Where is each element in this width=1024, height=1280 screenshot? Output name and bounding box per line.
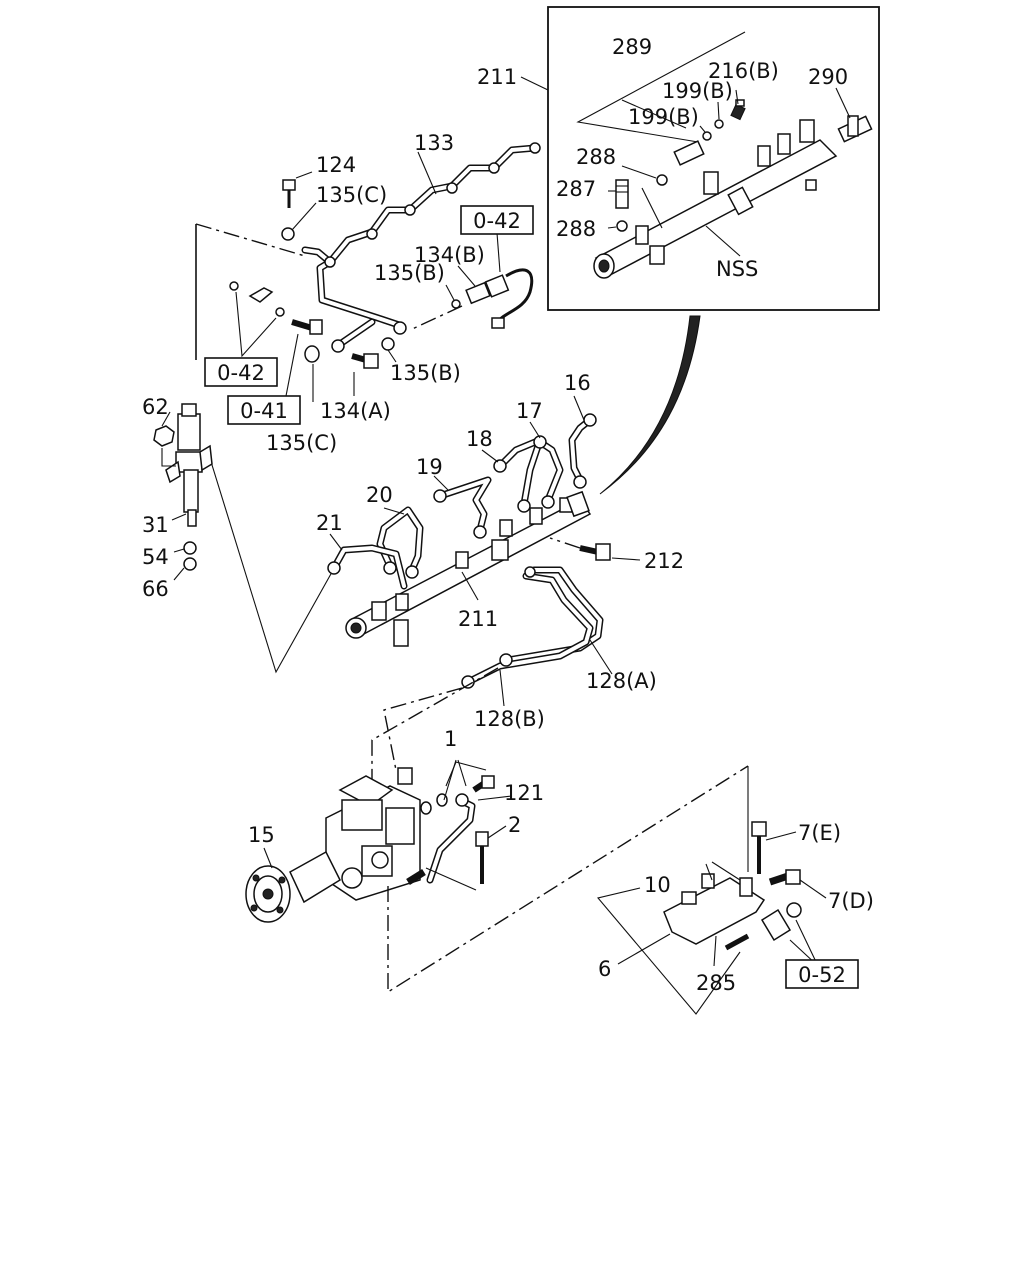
- limiter-287: [615, 179, 629, 209]
- label-16: 16: [564, 371, 591, 395]
- label-133: 133: [414, 131, 454, 155]
- nut-62: [153, 425, 175, 447]
- svg-text:0-42: 0-42: [473, 209, 521, 233]
- label-17: 17: [516, 399, 543, 423]
- label-135c-1: 135(C): [316, 183, 387, 207]
- label-6: 6: [598, 957, 611, 981]
- label-135c-2: 135(C): [266, 431, 337, 455]
- bracket-6: [663, 873, 802, 945]
- label-212: 212: [644, 549, 684, 573]
- sensor-290: [837, 115, 873, 143]
- label-124: 124: [316, 153, 356, 177]
- bolt-124: [282, 179, 296, 208]
- label-7e: 7(E): [798, 821, 841, 845]
- label-20: 20: [366, 483, 393, 507]
- label-18: 18: [466, 427, 493, 451]
- label-134a: 134(A): [320, 399, 391, 423]
- label-128a: 128(A): [586, 669, 657, 693]
- washer-199b-1: [714, 119, 724, 129]
- label-19: 19: [416, 455, 443, 479]
- common-rail-nss: [593, 119, 838, 279]
- svg-text:0-42: 0-42: [217, 361, 265, 385]
- label-199b-1: 199(B): [662, 79, 733, 103]
- bolt-7d: [768, 869, 801, 886]
- o-ring-set-left: [229, 281, 285, 317]
- bolt-212: [579, 543, 611, 561]
- label-285: 285: [696, 971, 736, 995]
- washer-54: [183, 541, 197, 555]
- bolt-2: [475, 831, 489, 884]
- label-289: 289: [612, 35, 652, 59]
- label-287: 287: [556, 177, 596, 201]
- label-211-mid: 211: [458, 607, 498, 631]
- svg-text:0-52: 0-52: [798, 963, 846, 987]
- detail-callout-arc: [599, 315, 701, 495]
- sensor-134b: [465, 268, 534, 329]
- supply-pump-15: [245, 767, 421, 923]
- label-31: 31: [142, 513, 169, 537]
- injector-31: [165, 403, 213, 527]
- stud-285: [724, 933, 750, 951]
- label-135b-2: 135(B): [390, 361, 461, 385]
- label-nss: NSS: [716, 257, 758, 281]
- ref-box-0-42-right: 0-42: [460, 205, 534, 235]
- label-211-top: 211: [477, 65, 517, 89]
- leak-off-pipe-133: [281, 142, 541, 353]
- label-290: 290: [808, 65, 848, 89]
- label-288-1: 288: [576, 145, 616, 169]
- label-1: 1: [444, 727, 457, 751]
- label-15: 15: [248, 823, 275, 847]
- eye-bolt-1: [420, 775, 495, 815]
- label-7d: 7(D): [828, 889, 874, 913]
- pipe-121: [426, 793, 476, 884]
- part-labels: 289 216(B) 290 199(B) 199(B) 288 287 288…: [142, 35, 874, 995]
- ref-box-0-42-left: 0-42: [204, 357, 278, 387]
- label-10: 10: [644, 873, 671, 897]
- valve-288-top: [673, 140, 705, 166]
- label-128b: 128(B): [474, 707, 545, 731]
- svg-text:0-41: 0-41: [240, 399, 288, 423]
- label-199b-2: 199(B): [628, 105, 699, 129]
- label-288-2: 288: [556, 217, 596, 241]
- label-66: 66: [142, 577, 169, 601]
- seal-66: [183, 557, 197, 571]
- union-bolt: [406, 869, 426, 885]
- bolt-7e: [751, 821, 767, 874]
- label-21: 21: [316, 511, 343, 535]
- injection-pipes: [327, 413, 597, 590]
- fitting-216b: [730, 99, 746, 121]
- label-216b: 216(B): [708, 59, 779, 83]
- oring-288-1: [656, 174, 668, 186]
- label-2: 2: [508, 813, 521, 837]
- label-54: 54: [142, 545, 169, 569]
- oring-288-2: [616, 220, 628, 232]
- nss-detail-inset: [547, 6, 880, 311]
- supply-pipes-128: [461, 566, 604, 689]
- label-134b: 134(B): [414, 243, 485, 267]
- eye-bolt-135c: [291, 319, 323, 363]
- ref-box-0-41: 0-41: [227, 395, 301, 425]
- label-121: 121: [504, 781, 544, 805]
- bolt-134a: [351, 353, 379, 369]
- washer-199b-2: [702, 131, 712, 141]
- common-rail-211: [345, 490, 592, 647]
- washer-135b-2: [381, 337, 395, 351]
- label-62: 62: [142, 395, 169, 419]
- ref-box-0-52: 0-52: [785, 959, 859, 989]
- label-135b-1: 135(B): [374, 261, 445, 285]
